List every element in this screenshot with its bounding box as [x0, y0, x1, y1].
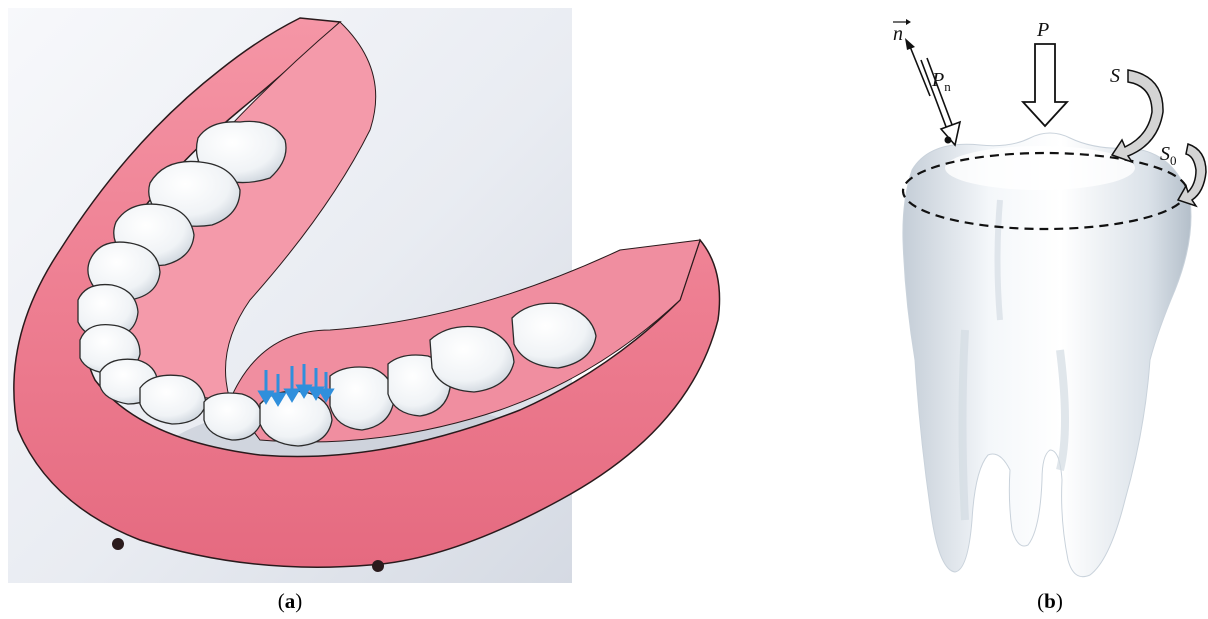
tooth: [330, 367, 394, 430]
normal-vector-head: [905, 38, 915, 50]
caption-a: (a): [278, 589, 303, 613]
root-groove: [998, 200, 1001, 320]
vector-overarrow-head: [906, 19, 911, 25]
normal-vector-arrow: [909, 44, 930, 96]
surface-label: S: [1110, 65, 1120, 87]
normal-pressure-label: Pn: [931, 69, 951, 94]
load-point: [945, 137, 952, 144]
boundary-label: S0: [1160, 143, 1177, 168]
normal-vector-label: n: [893, 23, 903, 45]
panel-a: (a): [8, 8, 720, 613]
boundary-arrow-body: [1178, 144, 1206, 206]
rim-notch: [372, 560, 384, 572]
root-groove: [963, 330, 966, 520]
tooth: [140, 375, 206, 424]
panel-b: n Pn P S S0 (b): [893, 19, 1206, 613]
rim-notch: [112, 538, 124, 550]
caption-b: (b): [1037, 589, 1063, 613]
tooth: [260, 391, 332, 446]
molar-tooth: [903, 133, 1191, 577]
pressure-label: P: [1036, 19, 1049, 41]
tooth: [204, 393, 262, 440]
pressure-arrow: [1023, 44, 1067, 126]
